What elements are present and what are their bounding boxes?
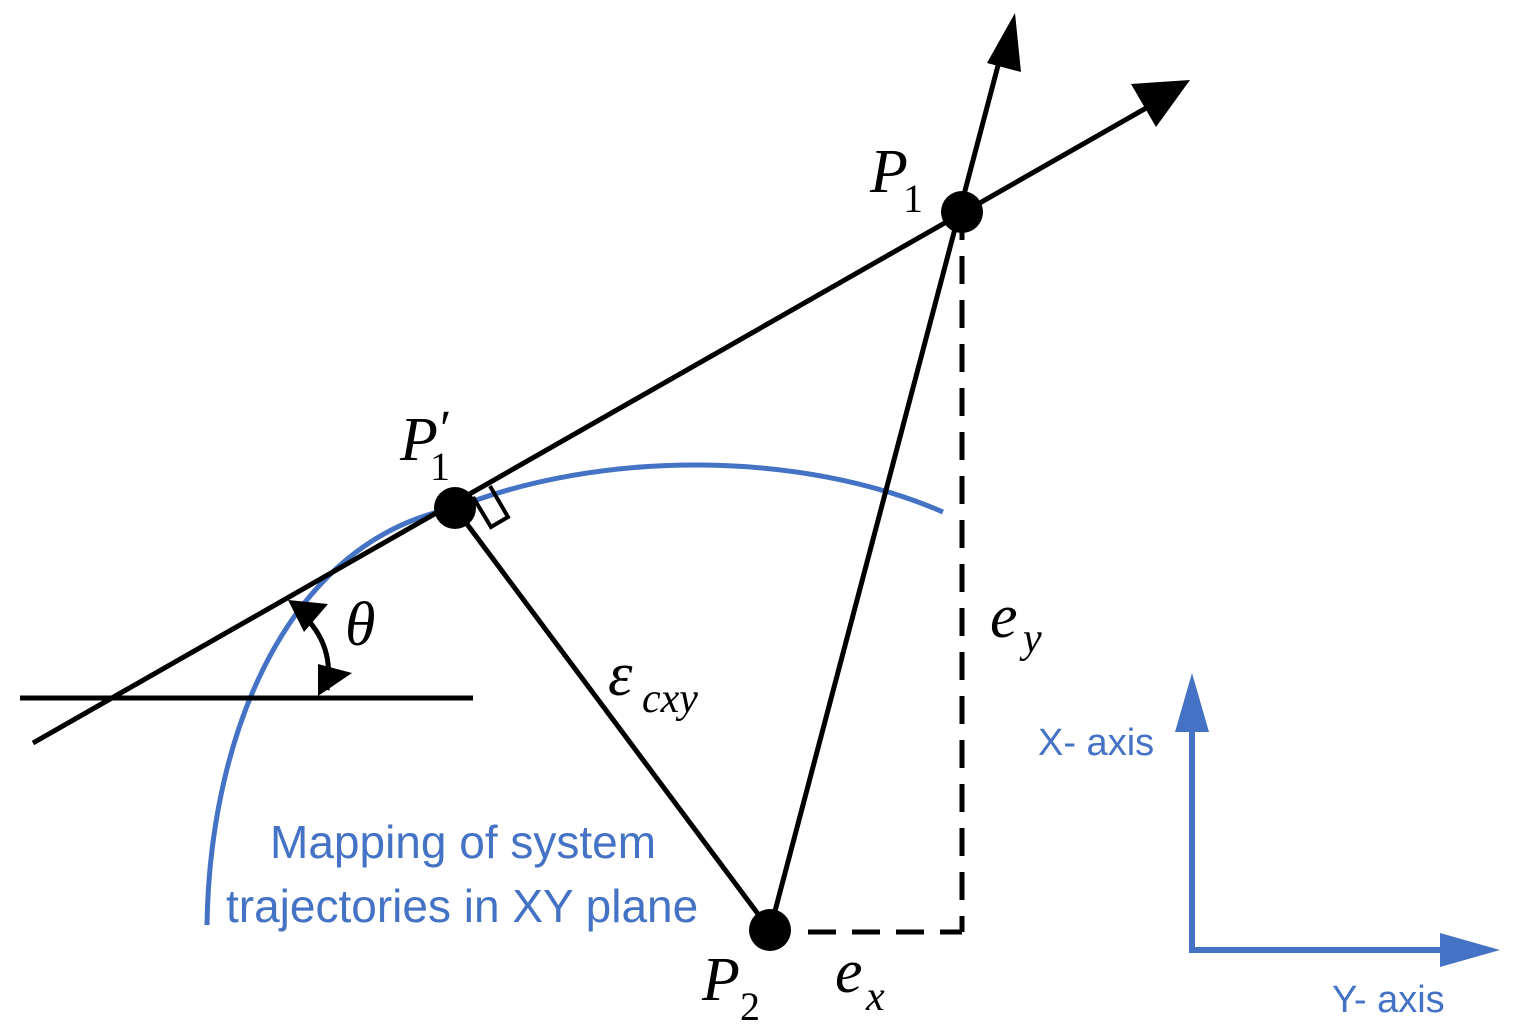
x-axis-arrow-icon xyxy=(1175,673,1209,732)
x-axis-label: X- axis xyxy=(1038,722,1154,764)
label-ex: e xyxy=(835,938,863,1006)
label-ex-sub: x xyxy=(865,974,885,1020)
label-p1-prime-mark: ′ xyxy=(440,401,451,458)
label-ey: e xyxy=(990,583,1018,651)
theta-arrow-top-icon xyxy=(288,600,328,632)
label-theta: θ xyxy=(345,591,375,659)
point-p1-marker xyxy=(941,191,983,233)
label-epsilon-sub: cxy xyxy=(642,676,698,722)
y-axis-label: Y- axis xyxy=(1332,979,1445,1021)
vertical-arrow-icon xyxy=(987,13,1021,72)
trajectory-label-line1: Mapping of system xyxy=(270,816,656,868)
label-p2: P xyxy=(701,946,740,1014)
theta-arrow-bottom-icon xyxy=(318,664,352,696)
label-p2-sub: 2 xyxy=(740,984,760,1029)
tangent-line xyxy=(31,104,1150,746)
y-axis-arrow-icon xyxy=(1440,933,1500,967)
label-p1-sub: 1 xyxy=(903,176,923,221)
label-p1-prime-sub: 1 xyxy=(430,444,450,489)
label-epsilon: ε xyxy=(608,641,633,709)
error-perpendicular-line xyxy=(452,506,773,932)
label-p1-prime: P xyxy=(399,406,438,474)
label-p1: P xyxy=(869,138,908,206)
point-p2-marker xyxy=(749,909,791,951)
label-ey-sub: y xyxy=(1019,616,1042,662)
point-p1-prime-marker xyxy=(434,487,476,529)
right-angle-icon xyxy=(471,484,511,530)
tangent-arrow-icon xyxy=(1131,80,1190,127)
trajectory-label-line2: trajectories in XY plane xyxy=(226,880,698,932)
